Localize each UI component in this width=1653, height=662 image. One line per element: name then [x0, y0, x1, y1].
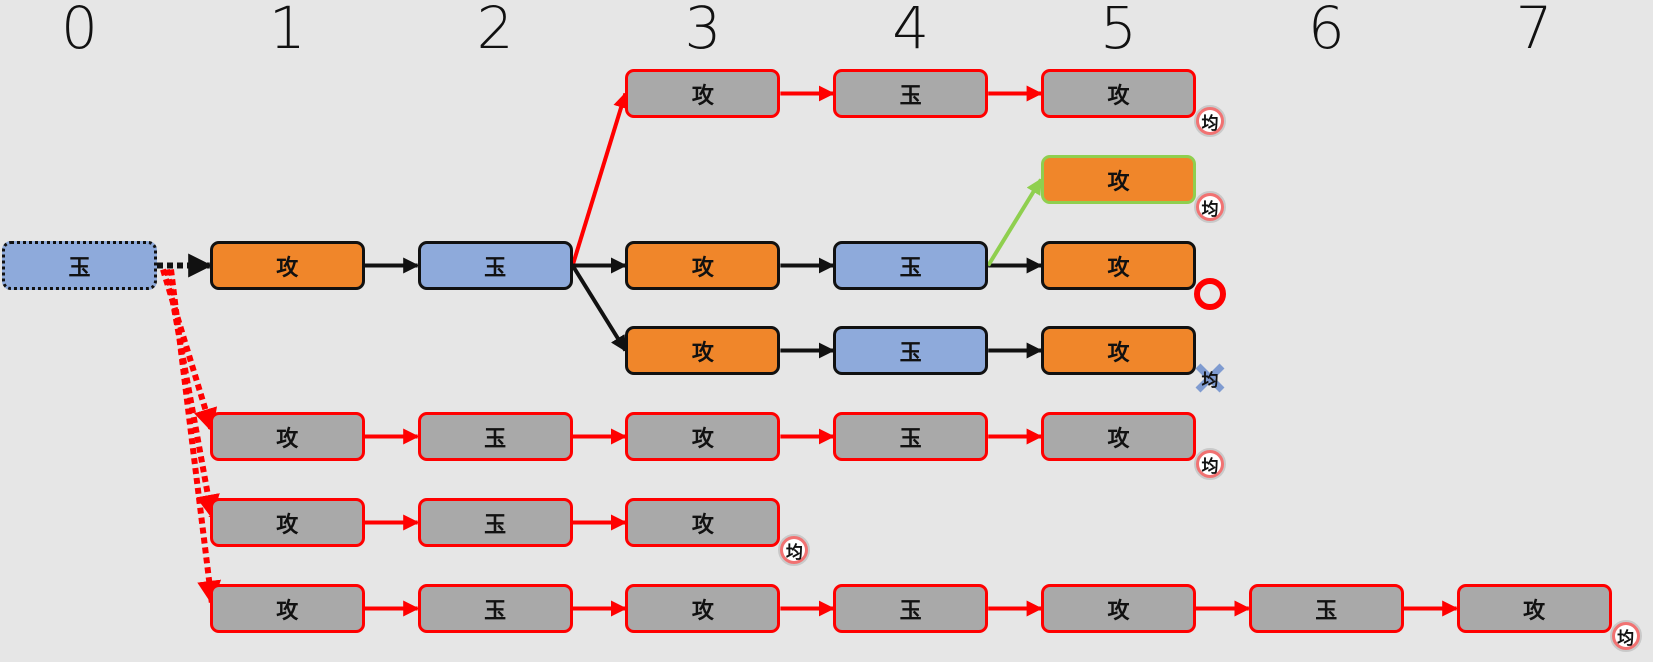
draw-badge-icon: 均 — [778, 534, 811, 566]
column-label: 3 — [684, 0, 722, 62]
attack-move-node: 攻 — [625, 69, 781, 118]
draw-badge-icon: 均 — [1609, 620, 1642, 652]
attack-move-node: 攻 — [209, 498, 365, 547]
attack-move-node: 攻 — [209, 584, 365, 633]
attack-move-node: 攻 — [625, 498, 781, 547]
transition-arrow — [986, 178, 1043, 267]
column-label: 2 — [476, 0, 514, 62]
attack-move-node: 攻 — [625, 326, 781, 375]
column-label: 1 — [268, 0, 306, 62]
attack-move-node: 攻 — [209, 412, 365, 461]
draw-label: 均 — [1199, 110, 1221, 134]
king-move-node: 玉 — [833, 412, 989, 461]
attack-move-node: 攻 — [1456, 584, 1612, 633]
king-move-node: 玉 — [2, 241, 157, 290]
king-move-node: 玉 — [1248, 584, 1404, 633]
king-move-node: 玉 — [417, 498, 573, 547]
lose-cross-icon: 均 — [1194, 362, 1226, 394]
transition-arrow — [164, 268, 220, 519]
attack-move-node: 攻 — [1041, 69, 1196, 118]
king-move-node: 玉 — [833, 241, 989, 290]
lose-label: 均 — [1201, 370, 1219, 391]
draw-badge-icon: 均 — [1194, 105, 1226, 137]
attack-move-node: 攻 — [1041, 326, 1196, 375]
attack-move-node: 攻 — [1041, 584, 1196, 633]
draw-badge-icon: 均 — [1194, 448, 1226, 480]
attack-move-node: 攻 — [1041, 412, 1196, 461]
attack-move-node: 攻 — [625, 412, 781, 461]
transition-arrow — [160, 268, 218, 433]
king-move-node: 玉 — [417, 584, 573, 633]
transition-arrow — [168, 269, 222, 605]
draw-label: 均 — [783, 539, 806, 563]
attack-move-node: 攻 — [209, 241, 365, 290]
draw-label: 均 — [1614, 625, 1637, 649]
king-move-node: 玉 — [417, 412, 573, 461]
column-label: 5 — [1100, 0, 1137, 62]
column-label: 7 — [1515, 0, 1553, 62]
attack-move-node: 攻 — [1041, 155, 1196, 204]
king-move-node: 玉 — [833, 326, 989, 375]
draw-label: 均 — [1199, 453, 1221, 477]
column-label: 4 — [892, 0, 930, 62]
attack-move-node: 攻 — [625, 584, 781, 633]
column-label: 0 — [61, 0, 98, 62]
attack-move-node: 攻 — [625, 241, 781, 290]
column-label: 6 — [1307, 0, 1345, 62]
draw-label: 均 — [1199, 196, 1221, 220]
transition-arrow — [570, 91, 629, 267]
attack-move-node: 攻 — [1041, 241, 1196, 290]
king-move-node: 玉 — [833, 584, 989, 633]
win-circle-icon — [1194, 278, 1226, 310]
king-move-node: 玉 — [417, 241, 573, 290]
draw-badge-icon: 均 — [1194, 191, 1226, 223]
transition-arrow — [570, 264, 628, 352]
king-move-node: 玉 — [833, 69, 989, 118]
